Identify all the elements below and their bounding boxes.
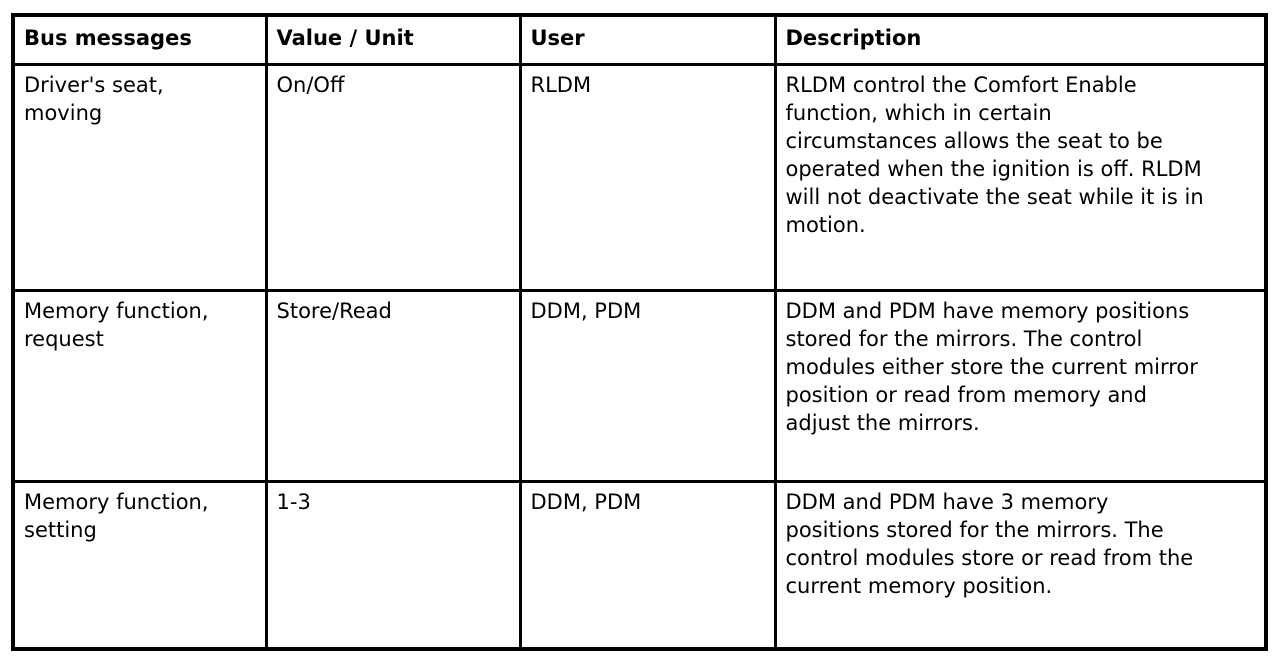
- column-header-description: Description: [773, 13, 1268, 66]
- table-row: Driver's seat, moving On/Off RLDM RLDM c…: [11, 62, 1268, 292]
- cell-bus-message: Memory function, request: [11, 288, 268, 483]
- table-header-row: Bus messages Value / Unit User Descripti…: [11, 13, 1268, 66]
- cell-value-unit: 1-3: [264, 479, 522, 651]
- cell-description: RLDM control the Comfort Enable function…: [773, 62, 1268, 292]
- cell-value-unit: On/Off: [264, 62, 522, 292]
- column-header-user: User: [518, 13, 777, 66]
- cell-value-unit: Store/Read: [264, 288, 522, 483]
- cell-bus-message: Memory function, setting: [11, 479, 268, 651]
- column-header-value-unit: Value / Unit: [264, 13, 522, 66]
- table-row: Memory function, request Store/Read DDM,…: [11, 288, 1268, 483]
- column-header-bus-messages: Bus messages: [11, 13, 268, 66]
- table-row: Memory function, setting 1-3 DDM, PDM DD…: [11, 479, 1268, 651]
- cell-user: DDM, PDM: [518, 479, 777, 651]
- cell-description: DDM and PDM have memory positions stored…: [773, 288, 1268, 483]
- bus-messages-table: Bus messages Value / Unit User Descripti…: [11, 13, 1268, 651]
- cell-user: RLDM: [518, 62, 777, 292]
- cell-description: DDM and PDM have 3 memory positions stor…: [773, 479, 1268, 651]
- cell-user: DDM, PDM: [518, 288, 777, 483]
- cell-bus-message: Driver's seat, moving: [11, 62, 268, 292]
